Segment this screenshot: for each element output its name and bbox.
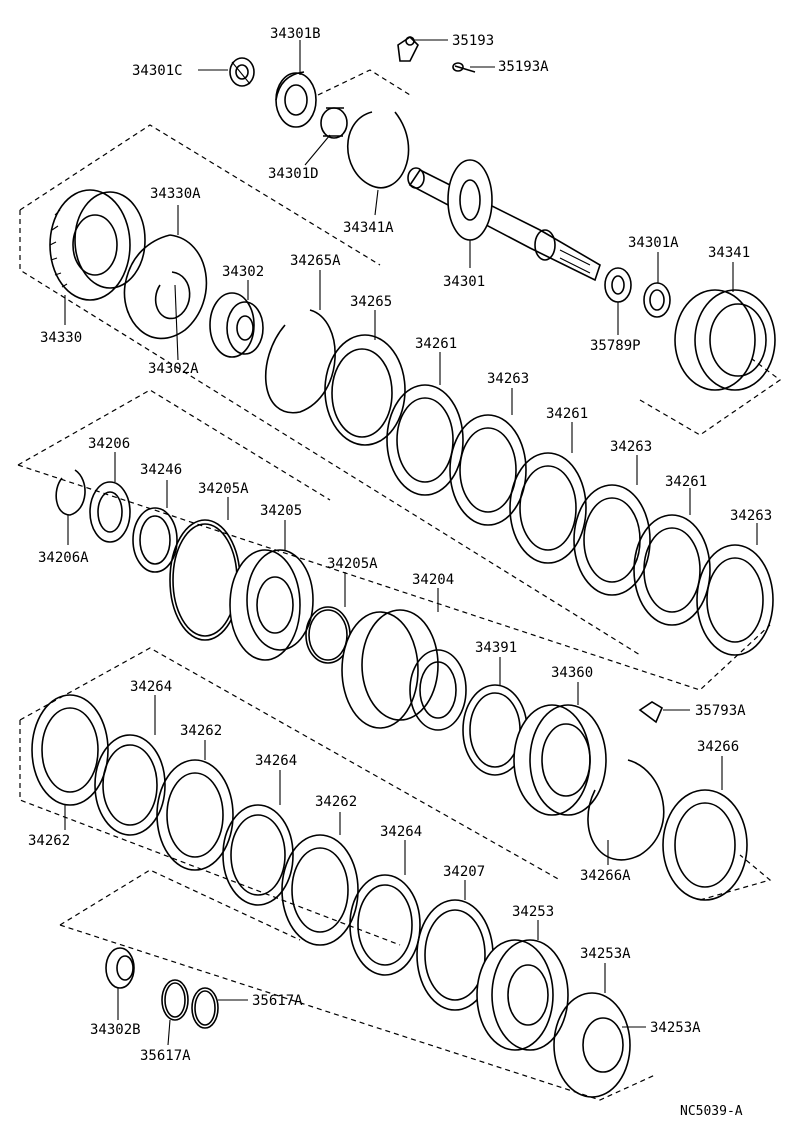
shaft-34301 xyxy=(407,159,601,282)
bushing-34301D xyxy=(320,107,348,139)
label-34265A: 34265A xyxy=(290,253,341,269)
label-34341A: 34341A xyxy=(343,220,394,236)
label-34391: 34391 xyxy=(475,640,517,656)
plate-34263-b xyxy=(573,484,651,596)
label-34262-b: 34262 xyxy=(315,794,357,810)
label-34253: 34253 xyxy=(512,904,554,920)
label-35617A-b: 35617A xyxy=(140,1048,191,1064)
snap-ring-34341A xyxy=(347,111,410,189)
label-34264-b: 34264 xyxy=(255,753,297,769)
label-35193: 35193 xyxy=(452,33,494,49)
plate-34264-c xyxy=(349,874,421,976)
label-34261-a: 34261 xyxy=(415,336,457,352)
label-34262-a: 34262 xyxy=(180,723,222,739)
piston-34253 xyxy=(476,939,569,1051)
bearing-34301A xyxy=(643,282,671,318)
label-34263-c: 34263 xyxy=(730,508,772,524)
label-34207: 34207 xyxy=(443,864,485,880)
gear-34302 xyxy=(209,292,264,358)
label-34263-b: 34263 xyxy=(610,439,652,455)
pin-35193A xyxy=(452,62,476,73)
label-34246: 34246 xyxy=(140,462,182,478)
snap-ring-34265A xyxy=(265,309,336,414)
label-35793A: 35793A xyxy=(695,703,746,719)
bearing-34301B xyxy=(275,71,317,128)
plate-34266 xyxy=(662,789,748,901)
seal-34206 xyxy=(89,481,131,543)
label-34263-a: 34263 xyxy=(487,371,529,387)
snap-ring-34206A xyxy=(55,469,86,516)
disc-34262-a xyxy=(31,694,109,806)
plate-34264-b xyxy=(222,804,294,906)
label-34266A: 34266A xyxy=(580,868,631,884)
disc-34262-c xyxy=(281,834,359,946)
label-35193A: 35193A xyxy=(498,59,549,75)
bolt-35193 xyxy=(397,35,419,62)
oring-35617A-b xyxy=(191,987,219,1029)
label-34261-c: 34261 xyxy=(665,474,707,490)
label-34301: 34301 xyxy=(443,274,485,290)
label-34330A: 34330A xyxy=(150,186,201,202)
label-35617A: 35617A xyxy=(252,993,303,1009)
plate-34264-a xyxy=(94,734,166,836)
label-34264-c: 34264 xyxy=(380,824,422,840)
washer-35789P xyxy=(604,267,632,303)
part-labels: 34301C 34301B 35193 35193A 34301D 34341A… xyxy=(28,26,772,1119)
plate-34263-c xyxy=(696,544,774,656)
hub-34204 xyxy=(341,609,467,731)
group-boundaries xyxy=(17,69,782,1101)
label-34253A-b: 34253A xyxy=(650,1020,701,1036)
oring-34253A xyxy=(553,992,631,1098)
label-34253A: 34253A xyxy=(580,946,631,962)
label-35789P: 35789P xyxy=(590,338,641,354)
label-34302A: 34302A xyxy=(148,361,199,377)
label-34301D: 34301D xyxy=(268,166,319,182)
disc-34262-b xyxy=(156,759,234,871)
label-34264-a: 34264 xyxy=(130,679,172,695)
label-34301C: 34301C xyxy=(132,63,183,79)
drum-34341 xyxy=(674,289,776,391)
ring-34330A xyxy=(123,234,208,340)
leader-lines xyxy=(64,39,758,1046)
label-34204: 34204 xyxy=(412,572,454,588)
oring-34205A xyxy=(169,519,241,641)
disc-34261-c xyxy=(633,514,711,626)
label-34205: 34205 xyxy=(260,503,302,519)
label-34301B: 34301B xyxy=(270,26,321,42)
ring-34302A xyxy=(154,271,191,320)
ring-34246 xyxy=(132,507,178,573)
snap-ring-34266A xyxy=(587,759,665,861)
label-34302: 34302 xyxy=(222,264,264,280)
label-34262-c: 34262 xyxy=(28,833,70,849)
label-34265: 34265 xyxy=(350,294,392,310)
label-34266: 34266 xyxy=(697,739,739,755)
label-34205A-b: 34205A xyxy=(327,556,378,572)
carrier-34330 xyxy=(49,189,146,301)
figure-reference: NC5039-A xyxy=(680,1104,743,1119)
label-34206: 34206 xyxy=(88,436,130,452)
label-34360: 34360 xyxy=(551,665,593,681)
label-34301A: 34301A xyxy=(628,235,679,251)
bearing-34301C xyxy=(229,57,255,87)
clutch-34360 xyxy=(513,704,607,816)
plate-34263-a xyxy=(449,414,527,526)
label-34205A: 34205A xyxy=(198,481,249,497)
label-34341: 34341 xyxy=(708,245,750,261)
bushing-34302B xyxy=(105,947,135,989)
plate-34265 xyxy=(324,334,406,446)
clip-35793A xyxy=(638,701,664,724)
label-34330: 34330 xyxy=(40,330,82,346)
piston-34205 xyxy=(229,549,314,661)
disc-34261-b xyxy=(509,452,587,564)
disc-34261-a xyxy=(386,384,464,496)
oring-35617A xyxy=(161,979,189,1021)
label-34261-b: 34261 xyxy=(546,406,588,422)
label-34206A: 34206A xyxy=(38,550,89,566)
label-34302B: 34302B xyxy=(90,1022,141,1038)
